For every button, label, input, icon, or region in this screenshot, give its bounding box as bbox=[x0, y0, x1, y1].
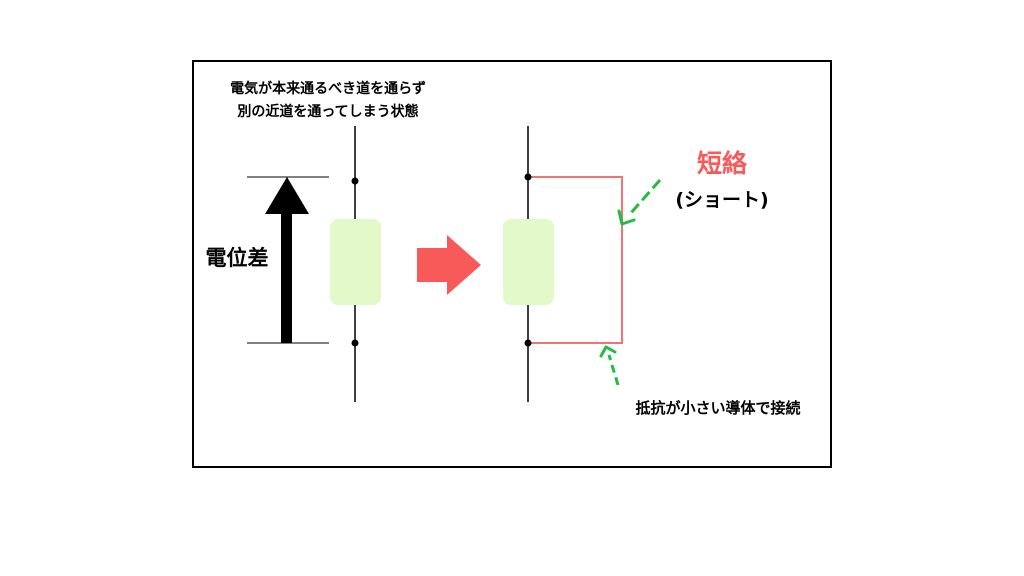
lower-pointer-line bbox=[607, 354, 620, 386]
short-circuit-reading: (ショート) bbox=[675, 189, 768, 211]
short-circuit-title: 短絡 bbox=[697, 149, 748, 178]
lower-pointer-head-icon bbox=[599, 345, 617, 358]
transition-arrow bbox=[417, 235, 481, 295]
upper-pointer-line bbox=[628, 179, 662, 215]
right-component bbox=[503, 219, 554, 305]
left-top-node bbox=[351, 177, 359, 185]
left-component bbox=[330, 219, 381, 305]
short-circuit-path bbox=[528, 176, 623, 344]
left-bottom-node bbox=[351, 339, 359, 347]
caption-line-2: 別の近道を通ってしまう状態 bbox=[236, 103, 418, 120]
right-top-node bbox=[524, 173, 532, 181]
potential-difference-label: 電位差 bbox=[206, 246, 269, 270]
potential-arrow-head bbox=[265, 177, 309, 214]
right-bottom-node bbox=[524, 339, 532, 347]
upper-pointer-head-icon bbox=[617, 209, 636, 226]
caption-line-1: 電気が本来通るべき道を通らず bbox=[230, 80, 426, 97]
potential-arrow-shaft bbox=[281, 212, 292, 343]
low-resistance-label: 抵抗が小さい導体で接続 bbox=[635, 399, 800, 417]
